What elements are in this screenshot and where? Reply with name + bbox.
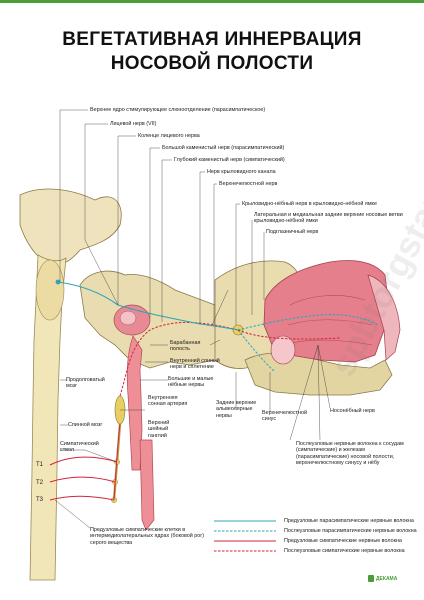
legend-text-1: Предузловые парасимпатические нервные во… bbox=[284, 518, 414, 524]
label-pterygoid-canal: Нерв крыловидного канала bbox=[207, 169, 276, 175]
maxillary-sinus-shape bbox=[270, 335, 296, 365]
sympathetic-fiber-t3 bbox=[49, 495, 115, 501]
nose-front bbox=[367, 274, 401, 361]
label-posterior-alveolar: Задние верхние альвеолярные нервы bbox=[216, 400, 257, 419]
label-t3: T3 bbox=[36, 497, 44, 503]
label-infraorbital: Подглазничный нерв bbox=[266, 229, 319, 235]
legend-text-4: Послеузловые симпатические нервные волок… bbox=[284, 548, 405, 554]
medulla-shape bbox=[35, 259, 65, 321]
label-t1: T1 bbox=[36, 462, 44, 468]
spinal-cord-shape bbox=[29, 254, 67, 581]
label-preganglionic-cells: Предузловые симпатические клетки в интер… bbox=[90, 527, 205, 546]
sympathetic-fiber-t1 bbox=[49, 456, 118, 466]
label-pterygopalatine-fossa: Крыловидно-нёбный нерв в крыловидно-нёбн… bbox=[242, 201, 377, 207]
label-tympanic-cavity: Барабанная полость bbox=[170, 340, 201, 353]
label-internal-carotid-artery: Внутренняя сонная артерия bbox=[148, 395, 188, 408]
label-superior-cervical-ganglion: Верхний шейный ганглий bbox=[148, 420, 170, 439]
page-title-line2: НОСОВОЙ ПОЛОСТИ bbox=[110, 53, 314, 74]
label-upper-nucleus: Верхнее ядро стимулирующее слюноотделени… bbox=[90, 107, 266, 113]
label-t2: T2 bbox=[36, 480, 44, 486]
label-facial-genu: Коленце лицевого нерва bbox=[138, 133, 200, 139]
parasympathetic-postganglionic-path bbox=[237, 314, 379, 331]
nasal-cavity-tissue bbox=[263, 260, 389, 363]
label-palatine-nerves: Большие и малые нёбные нервы bbox=[168, 376, 214, 389]
leader-lines bbox=[54, 109, 331, 529]
label-greater-petrosal: Большой каменистый нерв (парасимпатическ… bbox=[162, 145, 285, 151]
page-title-line1: ВЕГЕТАТИВНАЯ ИННЕРВАЦИЯ bbox=[62, 29, 362, 50]
legend-text-3: Предузловые симпатические нервные волокн… bbox=[284, 538, 402, 544]
postganglionic-sympathetic-path bbox=[119, 322, 239, 397]
label-postganglionic-fibers: Послеузловые нервные волокна к сосудам (… bbox=[296, 441, 404, 467]
label-nasopalatine: Носонёбный нерв bbox=[330, 408, 375, 414]
label-sympathetic-trunk: Симпатический ствол bbox=[60, 441, 99, 454]
sympathetic-fiber-t2 bbox=[49, 476, 116, 483]
publisher-logo: ДЕКАМА bbox=[376, 576, 398, 582]
label-facial-nerve: Лицевой нерв (VII) bbox=[110, 121, 157, 127]
parasympathetic-preganglionic-path bbox=[57, 281, 239, 331]
temporal-bone bbox=[79, 270, 236, 369]
label-internal-carotid-nerve: Внутренний сонный нерв и сплетение bbox=[170, 358, 220, 371]
logo-icon bbox=[368, 575, 374, 582]
label-spinal-cord: Спинной мозг bbox=[68, 422, 103, 428]
label-maxillary-nerve: Верхнечелюстной нерв bbox=[219, 181, 278, 187]
carotid-artery bbox=[126, 335, 143, 471]
label-deep-petrosal: Глубокий каменистый нерв (симпатический) bbox=[174, 157, 285, 163]
top-accent-bar bbox=[0, 0, 424, 3]
label-maxillary-sinus: Верхнечелюстной синус bbox=[262, 410, 307, 423]
label-lateral-medial-branches: Латеральная и медиальная задние верхние … bbox=[254, 212, 403, 225]
brain-outline bbox=[19, 188, 122, 265]
legend-text-2: Послеузловые парасимпатические нервные в… bbox=[284, 528, 417, 534]
label-medulla: Продолговатый мозг bbox=[66, 377, 105, 390]
